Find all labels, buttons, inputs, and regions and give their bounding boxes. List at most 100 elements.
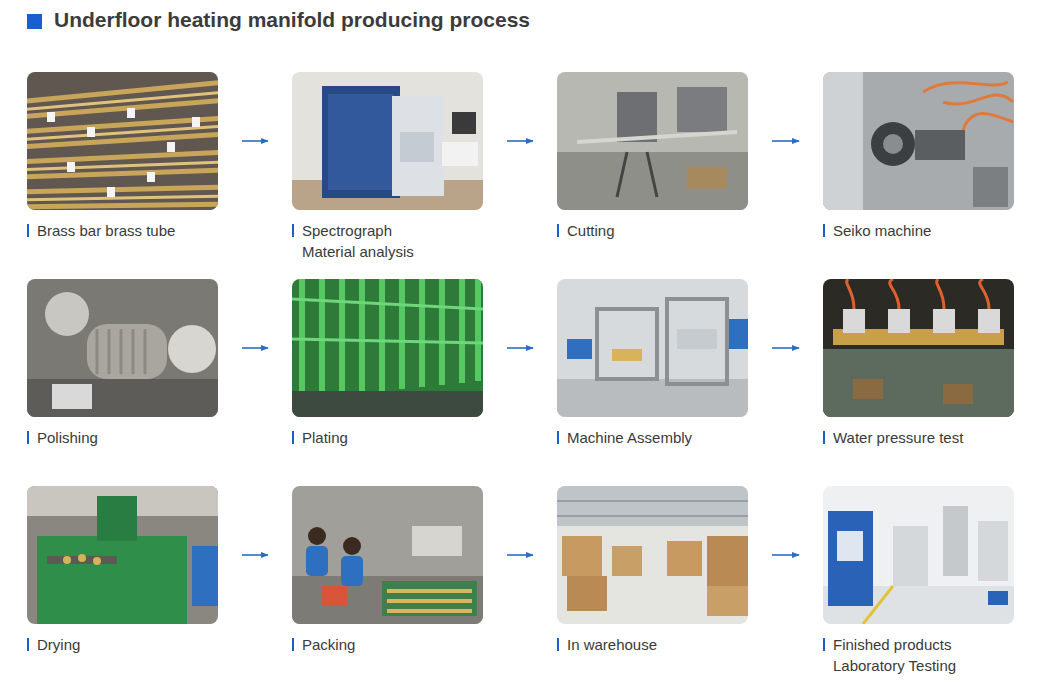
flow-arrow xyxy=(242,554,268,556)
photo-shape xyxy=(617,152,657,197)
photo-shape xyxy=(823,279,1014,417)
photo-shape xyxy=(557,279,748,417)
flow-arrow xyxy=(242,140,268,142)
photo-shape xyxy=(400,132,434,162)
step-caption: Packing xyxy=(292,634,502,655)
photo-shape xyxy=(27,486,218,624)
spectrograph-photo xyxy=(292,72,483,210)
photo-shape xyxy=(837,531,863,561)
photo-shape xyxy=(729,319,748,349)
photo-shape xyxy=(883,134,903,154)
photo-shape xyxy=(853,379,883,399)
warehouse-photo xyxy=(557,486,748,624)
photo-shape xyxy=(557,486,748,526)
process-step: Plating xyxy=(292,279,483,417)
process-step: Water pressure test xyxy=(823,279,1014,417)
diagram-title: Underfloor heating manifold producing pr… xyxy=(54,8,530,32)
photo-shape xyxy=(192,117,200,127)
photo-shape xyxy=(308,527,326,545)
photo-shape xyxy=(67,162,75,172)
brass-bars-photo xyxy=(27,72,218,210)
photo-shape xyxy=(617,92,657,142)
photo-shape xyxy=(37,536,187,624)
photo-shape xyxy=(27,379,218,417)
photo-shape xyxy=(292,279,483,417)
photo-shape xyxy=(63,556,71,564)
photo-shape xyxy=(973,167,1008,207)
photo-shape xyxy=(97,329,145,374)
step-caption: Drying xyxy=(27,634,237,655)
step-caption: Machine Assembly xyxy=(557,427,767,448)
photo-shape xyxy=(341,556,363,586)
flow-arrow xyxy=(772,140,799,142)
photo-shape xyxy=(847,279,989,309)
photo-shape xyxy=(943,384,973,404)
photo-shape xyxy=(843,309,865,333)
polishing-photo xyxy=(27,279,218,417)
title-marker xyxy=(27,14,42,29)
process-step: Machine Assembly xyxy=(557,279,748,417)
photo-shape xyxy=(168,325,216,373)
photo-shape xyxy=(292,299,483,343)
photo-shape xyxy=(823,72,863,210)
photo-shape xyxy=(52,384,92,409)
photo-shape xyxy=(78,554,86,562)
photo-shape xyxy=(612,349,642,361)
step-caption: Plating xyxy=(292,427,502,448)
process-step: Seiko machine xyxy=(823,72,1014,210)
photo-shape xyxy=(567,339,592,359)
photo-shape xyxy=(612,546,642,576)
photo-shape xyxy=(597,309,657,379)
photo-shape xyxy=(97,496,137,541)
step-caption: Finished products Laboratory Testing xyxy=(823,634,978,676)
step-caption: In warehouse xyxy=(557,634,767,655)
photo-shape xyxy=(392,96,444,196)
laboratory-photo xyxy=(823,486,1014,624)
photo-shape xyxy=(823,72,1014,210)
photo-shape xyxy=(292,391,483,417)
photo-shape xyxy=(915,130,965,160)
process-step: In warehouse xyxy=(557,486,748,624)
photo-shape xyxy=(923,82,1013,130)
photo-shape xyxy=(557,486,748,624)
photo-shape xyxy=(442,142,478,166)
photo-shape xyxy=(707,586,748,616)
photo-shape xyxy=(823,349,1014,417)
photo-shape xyxy=(567,576,607,611)
photo-shape xyxy=(292,486,483,624)
drying-photo xyxy=(27,486,218,624)
step-caption: Water pressure test xyxy=(823,427,1033,448)
step-caption: Seiko machine xyxy=(823,220,1033,241)
photo-shape xyxy=(667,299,727,384)
photo-shape xyxy=(167,142,175,152)
photo-shape xyxy=(127,108,135,118)
photo-shape xyxy=(667,541,702,576)
photo-shape xyxy=(87,127,95,137)
photo-shape xyxy=(27,92,218,200)
photo-shape xyxy=(871,122,915,166)
photo-shape xyxy=(677,329,717,349)
photo-shape xyxy=(557,152,748,210)
photo-shape xyxy=(687,167,727,189)
flow-arrow xyxy=(772,554,799,556)
process-step: Drying xyxy=(27,486,218,624)
process-step: Finished products Laboratory Testing xyxy=(823,486,1014,624)
photo-shape xyxy=(943,506,968,576)
photo-shape xyxy=(412,526,462,556)
process-step: Brass bar brass tube xyxy=(27,72,218,210)
photo-shape xyxy=(192,546,218,606)
photo-shape xyxy=(27,82,218,207)
step-caption: Spectrograph Material analysis xyxy=(292,220,427,262)
photo-shape xyxy=(322,86,400,198)
photo-shape xyxy=(888,309,910,333)
step-caption: Polishing xyxy=(27,427,237,448)
photo-shape xyxy=(988,591,1008,605)
packing-photo xyxy=(292,486,483,624)
photo-shape xyxy=(577,132,737,142)
flow-arrow xyxy=(507,347,533,349)
machine-assembly-photo xyxy=(557,279,748,417)
photo-shape xyxy=(452,112,476,134)
photo-shape xyxy=(677,87,727,132)
